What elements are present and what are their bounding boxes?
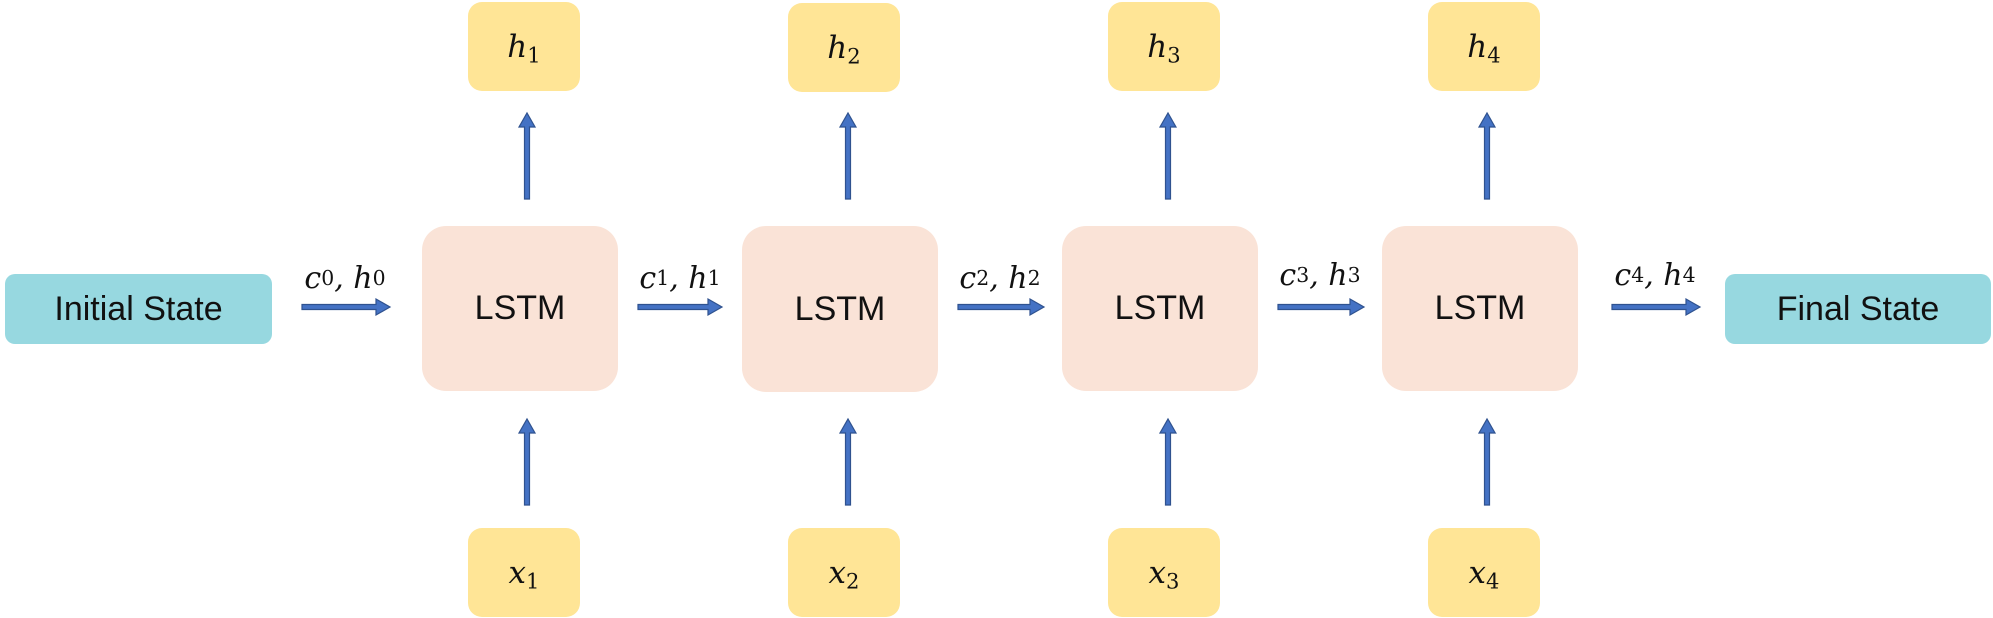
- input-box-3: x3: [1108, 528, 1220, 617]
- final-state-box: Final State: [1725, 274, 1991, 344]
- input-symbol: x4: [1468, 554, 1500, 593]
- lstm-cell-1: LSTM: [422, 226, 618, 391]
- lstm-cell-label: LSTM: [1114, 289, 1206, 327]
- lstm-cell-label: LSTM: [1434, 289, 1526, 327]
- output-arrow-3: [1158, 111, 1178, 200]
- state-arrow-4: [1611, 297, 1702, 317]
- output-box-3: h3: [1108, 2, 1220, 91]
- input-symbol: x3: [1148, 554, 1180, 593]
- input-arrow-2: [838, 417, 858, 506]
- output-symbol: h2: [827, 29, 861, 68]
- input-box-1: x1: [468, 528, 580, 617]
- output-box-1: h1: [468, 2, 580, 91]
- state-arrow-2: [957, 297, 1046, 317]
- lstm-cell-2: LSTM: [742, 226, 938, 392]
- output-box-2: h2: [788, 3, 900, 92]
- output-arrow-1: [517, 111, 537, 200]
- output-symbol: h3: [1147, 28, 1181, 67]
- final-state-label: Final State: [1776, 289, 1940, 328]
- state-arrow-3: [1277, 297, 1366, 317]
- output-arrow-2: [838, 111, 858, 200]
- input-box-4: x4: [1428, 528, 1540, 617]
- lstm-cell-4: LSTM: [1382, 226, 1578, 391]
- lstm-cell-label: LSTM: [794, 289, 886, 328]
- output-arrow-4: [1477, 111, 1497, 200]
- state-arrow-0: [301, 297, 392, 317]
- lstm-cell-label: LSTM: [474, 289, 566, 327]
- initial-state-box: Initial State: [5, 274, 272, 344]
- input-arrow-4: [1477, 417, 1497, 506]
- input-box-2: x2: [788, 528, 900, 617]
- input-arrow-1: [517, 417, 537, 506]
- input-symbol: x2: [828, 554, 860, 593]
- lstm-cell-3: LSTM: [1062, 226, 1258, 391]
- input-symbol: x1: [508, 554, 540, 593]
- output-symbol: h1: [507, 28, 541, 67]
- initial-state-label: Initial State: [54, 289, 223, 328]
- state-arrow-1: [637, 297, 724, 317]
- output-box-4: h4: [1428, 2, 1540, 91]
- output-symbol: h4: [1467, 28, 1501, 67]
- input-arrow-3: [1158, 417, 1178, 506]
